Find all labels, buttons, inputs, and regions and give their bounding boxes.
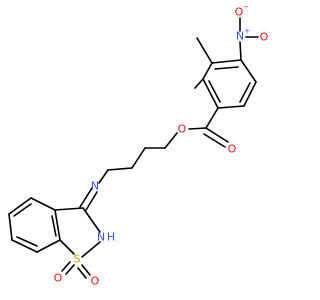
imine-nitrogen-label: N [91, 180, 99, 193]
bond [30, 197, 56, 211]
bond [107, 167, 133, 171]
bond [36, 239, 61, 253]
molecule-canvas: N + O − O O O N N H S O O [8, 3, 269, 288]
bond [240, 59, 257, 83]
sulfur-label: S [74, 253, 81, 266]
nitro-oxygen-top-label: O [235, 6, 244, 19]
bond [188, 127, 207, 130]
bond [82, 207, 101, 233]
ester-oxygen-label: O [178, 123, 187, 136]
bond [239, 82, 251, 103]
atom-labels: N + O − O O O N N H S O O [54, 3, 269, 288]
sulfonyl-oxygen-right-label: O [91, 275, 100, 288]
bond [98, 169, 109, 184]
bond [203, 133, 226, 148]
bond [59, 239, 75, 255]
bond [205, 127, 229, 143]
bond [51, 215, 57, 237]
bond [81, 241, 101, 258]
bond [131, 147, 146, 169]
carbonyl-oxygen-label: O [228, 143, 237, 156]
nitro-nitrogen-label: N [236, 30, 244, 43]
bond [81, 264, 91, 276]
bond [214, 66, 239, 70]
bond [65, 264, 75, 275]
bond [196, 37, 213, 64]
bond [194, 78, 204, 89]
bond [11, 239, 38, 253]
bond [164, 132, 178, 149]
nitro-oxygen-top-charge: − [243, 3, 249, 11]
bond [77, 267, 87, 279]
bond [79, 187, 93, 208]
bond [205, 107, 219, 129]
bond [8, 197, 32, 215]
nitro-nitrogen-charge: + [244, 27, 250, 35]
sulfonyl-oxygen-left-label: O [54, 272, 63, 285]
bond [54, 207, 84, 211]
ring-nitrogen-label: N [97, 231, 105, 244]
bonds [8, 17, 259, 279]
bond [54, 209, 61, 241]
bond [85, 191, 98, 211]
bond [208, 80, 221, 103]
bond [16, 236, 38, 247]
ring-hydrogen-label: H [107, 231, 115, 244]
bond [211, 59, 242, 64]
structure-diagram: N + O − O O O N N H S O O [8, 3, 269, 288]
bond [202, 78, 219, 109]
bond [13, 203, 32, 217]
bond [239, 41, 242, 61]
nitro-oxygen-right-label: O [260, 31, 269, 44]
bond [217, 105, 245, 109]
bond [202, 62, 213, 80]
bond [61, 261, 71, 272]
bond [243, 81, 257, 107]
bond [8, 213, 13, 241]
